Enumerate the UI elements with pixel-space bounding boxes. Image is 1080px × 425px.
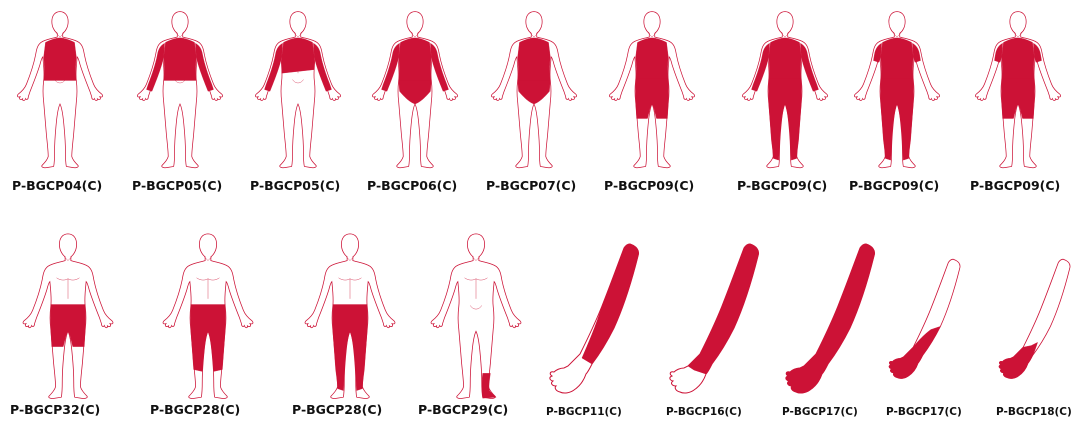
product-card: P-BGCP17(C) — [782, 240, 882, 400]
product-card: P-BGCP06(C) — [365, 8, 465, 171]
product-code-label: P-BGCP29(C) — [418, 402, 508, 417]
product-code-label: P-BGCP28(C) — [292, 402, 382, 417]
product-code-label: P-BGCP06(C) — [367, 178, 457, 193]
product-card: P-BGCP04(C) — [10, 8, 110, 171]
product-code-label: P-BGCP17(C) — [886, 406, 962, 418]
product-code-label: P-BGCP09(C) — [737, 178, 827, 193]
coverage-arm-sleeve — [582, 244, 639, 364]
body-figure-icon — [968, 8, 1068, 171]
product-card: P-BGCP05(C) — [248, 8, 348, 171]
coverage-rightArmLong — [313, 43, 331, 91]
product-card: P-BGCP07(C) — [484, 8, 584, 171]
body-figure-icon — [8, 230, 128, 402]
coverage-rightArmLong — [430, 43, 448, 91]
coverage-leggings — [769, 79, 802, 161]
coverage-shorts — [1002, 79, 1035, 119]
body-figure-icon — [847, 8, 947, 171]
product-card: P-BGCP09(C) — [602, 8, 702, 171]
body-outline — [17, 12, 102, 168]
product-card: P-BGCP09(C) — [968, 8, 1068, 171]
arm-figure-icon — [546, 240, 646, 400]
product-card: P-BGCP28(C) — [290, 230, 410, 402]
product-code-label: P-BGCP17(C) — [782, 406, 858, 418]
product-card: P-BGCP11(C) — [546, 240, 646, 400]
product-code-label: P-BGCP18(C) — [996, 406, 1072, 418]
product-code-label: P-BGCP09(C) — [604, 178, 694, 193]
body-figure-icon — [735, 8, 835, 171]
coverage-leggings — [333, 305, 367, 391]
product-card: P-BGCP29(C) — [416, 230, 536, 402]
product-card: P-BGCP09(C) — [735, 8, 835, 171]
coverage-shorts — [636, 79, 669, 119]
coverage-leftArmLong — [381, 43, 399, 91]
body-figure-icon — [365, 8, 465, 171]
product-card: P-BGCP18(C) — [996, 240, 1076, 400]
product-code-label: P-BGCP05(C) — [250, 178, 340, 193]
product-card: P-BGCP05(C) — [130, 8, 230, 171]
coverage-ankle — [482, 373, 496, 398]
body-figure-icon — [602, 8, 702, 171]
coverage-leftArmLong — [751, 43, 769, 91]
product-code-label: P-BGCP09(C) — [849, 178, 939, 193]
body-figure-icon — [130, 8, 230, 171]
body-figure-icon — [10, 8, 110, 171]
coverage-rightArmLong — [195, 43, 213, 91]
body-figure-icon — [416, 230, 536, 402]
coverage-rightArmLong — [800, 43, 818, 91]
coverage-arm-sleeve-gauntlet — [688, 244, 759, 374]
coverage-forearm-glove — [889, 326, 940, 378]
coverage-wrist-glove — [999, 342, 1038, 378]
coverage-shorts — [51, 305, 85, 347]
body-outline — [431, 234, 521, 399]
product-card: P-BGCP09(C) — [847, 8, 947, 171]
product-code-label: P-BGCP16(C) — [666, 406, 742, 418]
product-card: P-BGCP16(C) — [666, 240, 766, 400]
coverage-leftArmLong — [146, 43, 164, 91]
product-code-label: P-BGCP11(C) — [546, 406, 622, 418]
body-figure-icon — [290, 230, 410, 402]
product-code-label: P-BGCP28(C) — [150, 402, 240, 417]
coverage-arm-sleeve-glove — [786, 244, 875, 393]
arm-figure-icon — [996, 240, 1076, 400]
product-card: P-BGCP28(C) — [148, 230, 268, 402]
arm-figure-icon — [886, 240, 966, 400]
product-code-label: P-BGCP09(C) — [970, 178, 1060, 193]
product-card: P-BGCP17(C) — [886, 240, 966, 400]
body-figure-icon — [248, 8, 348, 171]
product-code-label: P-BGCP07(C) — [486, 178, 576, 193]
arm-figure-icon — [782, 240, 882, 400]
product-code-label: P-BGCP05(C) — [132, 178, 222, 193]
body-figure-icon — [148, 230, 268, 402]
coverage-capri — [191, 305, 225, 372]
arm-figure-icon — [666, 240, 766, 400]
coverage-leftArmLong — [264, 43, 282, 91]
product-code-label: P-BGCP32(C) — [10, 402, 100, 417]
body-figure-icon — [484, 8, 584, 171]
coverage-leggings — [881, 79, 914, 161]
product-card: P-BGCP32(C) — [8, 230, 128, 402]
product-code-label: P-BGCP04(C) — [12, 178, 102, 193]
